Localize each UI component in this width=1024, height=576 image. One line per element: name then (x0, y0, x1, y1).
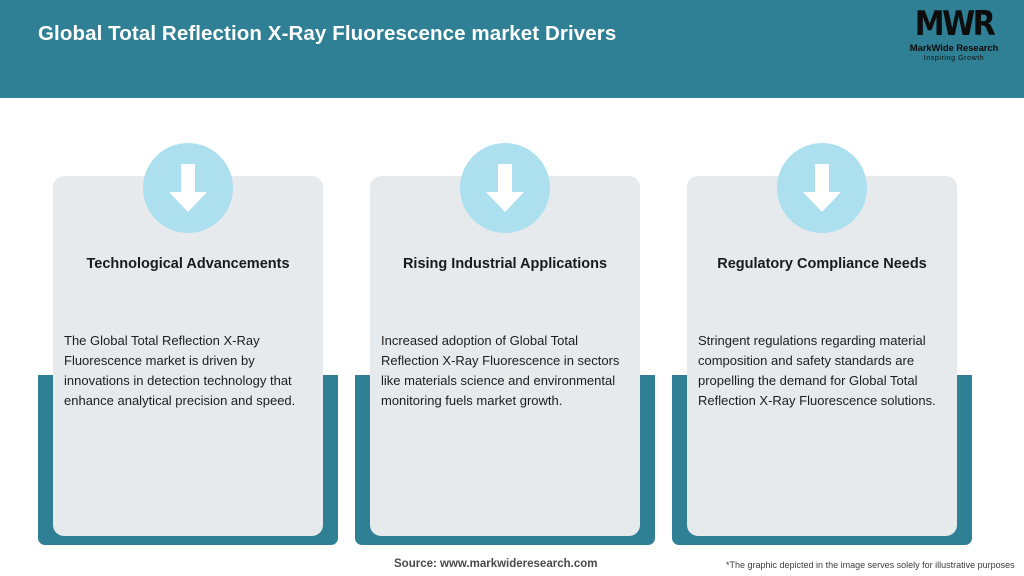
driver-card: Regulatory Compliance Needs Stringent re… (672, 143, 972, 545)
card-description: Stringent regulations regarding material… (698, 333, 936, 408)
card-title: Technological Advancements (86, 256, 290, 272)
driver-card: Rising Industrial Applications Increased… (355, 143, 655, 545)
card-title: Regulatory Compliance Needs (717, 256, 927, 272)
card-body (687, 176, 957, 536)
driver-card: Technological Advancements The Global To… (38, 143, 338, 545)
down-arrow-icon (143, 143, 233, 233)
source-label: Source: www.markwideresearch.com (394, 558, 598, 570)
card-body (370, 176, 640, 536)
logo-monogram: MWR (914, 4, 996, 45)
logo-company-name: MarkWide Research (909, 43, 999, 54)
card-description: The Global Total Reflection X-Ray Fluore… (64, 333, 296, 408)
down-arrow-icon (460, 143, 550, 233)
page-header: Global Total Reflection X-Ray Fluorescen… (0, 0, 1024, 98)
down-arrow-icon (777, 143, 867, 233)
logo-tagline: Inspiring Growth (923, 55, 985, 62)
disclaimer-note: *The graphic depicted in the image serve… (726, 560, 1015, 570)
page-title: Global Total Reflection X-Ray Fluorescen… (38, 22, 617, 45)
card-body (53, 176, 323, 536)
card-description: Increased adoption of Global Total Refle… (381, 333, 620, 408)
card-title: Rising Industrial Applications (402, 256, 608, 272)
brand-logo: MWR MarkWide Research Inspiring Growth (902, 4, 1006, 68)
